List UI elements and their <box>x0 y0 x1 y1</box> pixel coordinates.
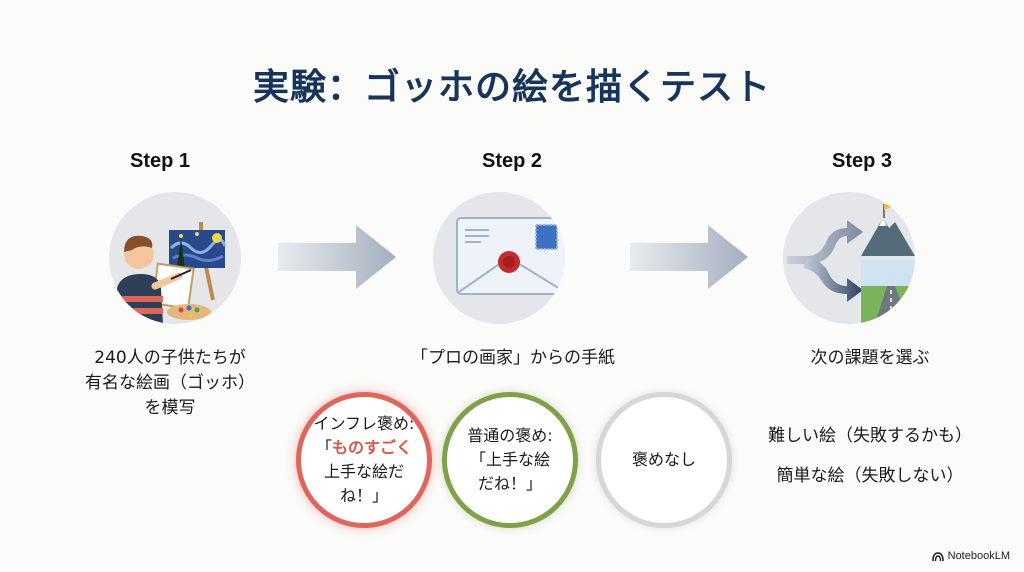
choice-hard-picture: 難しい絵（失敗するかも） <box>768 426 972 446</box>
praise-highlight: ものすごく <box>332 438 413 457</box>
arrow-right-icon <box>630 225 750 289</box>
arrow-right-icon <box>278 225 398 289</box>
caption-line: 240人の子供たちが <box>94 348 246 368</box>
step-1-label: Step 1 <box>129 150 191 172</box>
praise-type-label: 普通の褒め: <box>467 426 553 445</box>
step-3-caption: 次の課題を選ぶ <box>740 346 1000 371</box>
quote-open: 「 <box>315 438 332 457</box>
praise-type-label: 褒めなし <box>631 450 696 469</box>
praise-quote-line: 「ものすごく <box>316 436 412 460</box>
caption-line: 有名な絵画（ゴッホ） <box>85 373 255 393</box>
step-2-caption: 「プロの画家」からの手紙 <box>383 346 643 371</box>
notebooklm-watermark: NotebookLM <box>931 550 1010 562</box>
praise-inflated-circle: インフレ褒め: 「ものすごく 上手な絵だ ね！」 <box>296 392 432 528</box>
choice-easy-picture: 簡単な絵（失敗しない） <box>776 466 964 486</box>
branching-path-mountain-road-icon <box>783 192 915 324</box>
praise-quote-line: 上手な絵だ <box>323 462 404 481</box>
praise-normal-circle: 普通の褒め: 「上手な絵 だね！」 <box>442 392 578 528</box>
step-3-label: Step 3 <box>831 150 893 172</box>
step-1-caption: 240人の子供たちが 有名な絵画（ゴッホ） を模写 <box>40 346 300 421</box>
child-painting-starry-night-icon <box>109 192 241 324</box>
praise-none-circle: 褒めなし <box>596 392 732 528</box>
brand-label: NotebookLM <box>947 550 1010 562</box>
caption-line: 次の課題を選ぶ <box>810 348 930 368</box>
praise-quote-line: 「上手な絵 <box>469 450 550 469</box>
sealed-envelope-icon <box>433 192 565 324</box>
step-2-label: Step 2 <box>481 150 543 172</box>
praise-quote-line: だね！」 <box>477 474 542 493</box>
page-title: 実験：ゴッホの絵を描くテスト <box>252 67 771 108</box>
praise-type-label: インフレ褒め: <box>313 414 415 433</box>
caption-line: 「プロの画家」からの手紙 <box>411 348 615 368</box>
notebooklm-logo-icon <box>931 552 944 561</box>
caption-line: を模写 <box>144 398 196 418</box>
praise-quote-line: ね！」 <box>339 486 388 505</box>
